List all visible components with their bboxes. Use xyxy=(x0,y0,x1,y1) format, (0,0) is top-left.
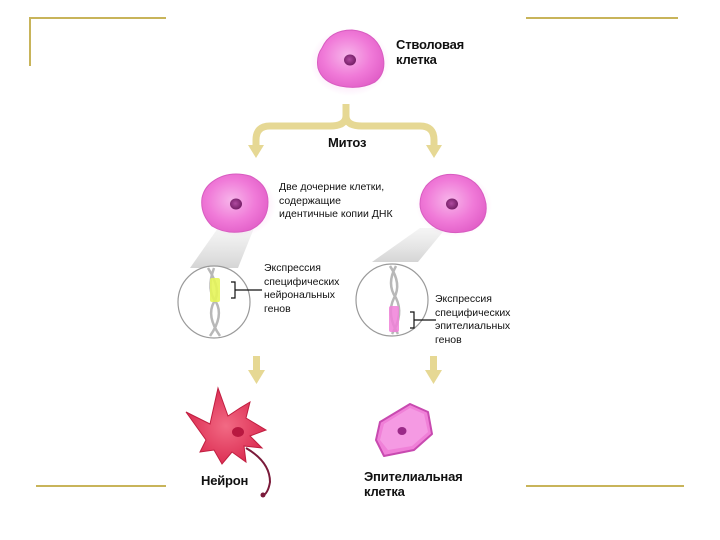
arrow-head-left xyxy=(248,145,264,158)
epithelial-expression-line4: генов xyxy=(435,333,462,346)
epithelial-cell-label-line2: клетка xyxy=(364,483,405,499)
epithelial-gene-segment xyxy=(389,306,399,332)
daughter-cell-right xyxy=(416,173,492,237)
epithelial-expression-line1: Экспрессия xyxy=(435,293,492,305)
epithelial-expression-line2: специфических xyxy=(435,306,511,319)
neuronal-expression-label: Экспрессия специфических нейрональных ге… xyxy=(264,262,339,317)
stem-cell xyxy=(310,28,390,96)
neuronal-expression-line4: генов xyxy=(264,302,291,315)
dna-magnifier-right xyxy=(355,263,436,337)
frame-decoration xyxy=(29,17,684,487)
down-arrow-left xyxy=(248,356,265,384)
epithelial-expression-line3: эпителиальных xyxy=(435,320,511,333)
epithelial-cell-label-line1: Эпителиальная xyxy=(364,469,463,484)
daughter-cell-left xyxy=(200,173,276,237)
neuronal-expression-line2: специфических xyxy=(264,275,340,288)
neuronal-expression-line3: нейрональных xyxy=(264,289,336,302)
mitosis-label: Митоз xyxy=(328,135,367,150)
stem-cell-label-line1: Стволовая xyxy=(396,37,465,52)
epithelial-expression-label: Экспрессия специфических эпителиальных г… xyxy=(435,293,510,348)
neuronal-gene-segment xyxy=(210,278,220,302)
epithelial-cell xyxy=(375,403,433,457)
epithelial-cell-label: Эпителиальная клетка xyxy=(364,469,463,499)
zoom-beam-right xyxy=(372,228,446,262)
neuron-cell xyxy=(185,386,272,498)
stem-cell-label-line2: клетка xyxy=(396,51,437,67)
neuron-label: Нейрон xyxy=(201,473,249,488)
zoom-beam-left xyxy=(190,228,254,268)
dna-magnifier-left xyxy=(177,265,262,339)
daughter-cells-label-line1: Две дочерние клетки, xyxy=(279,181,385,193)
stem-cell-nucleus xyxy=(344,54,356,66)
mitosis-arrow xyxy=(252,104,438,146)
daughter-cells-label: Две дочерние клетки, содержащие идентичн… xyxy=(279,181,393,222)
arrow-head-right xyxy=(426,145,442,158)
daughter-cells-label-line2: содержащие xyxy=(279,194,341,207)
down-arrow-right xyxy=(425,356,442,384)
stem-cell-label: Стволовая клетка xyxy=(396,37,465,67)
neuronal-expression-line1: Экспрессия xyxy=(264,262,321,274)
daughter-cells-label-line3: идентичные копии ДНК xyxy=(279,208,393,221)
